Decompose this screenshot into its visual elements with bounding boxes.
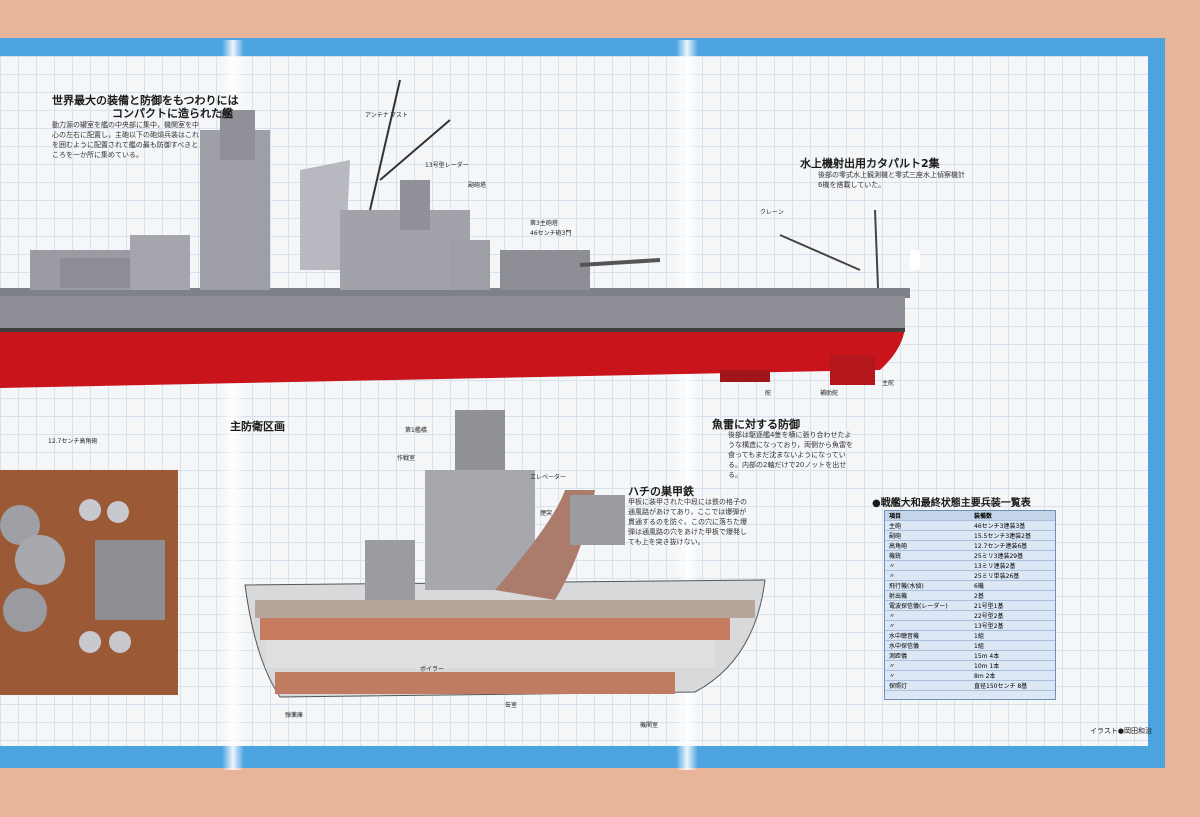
- label-funnel: 煙突: [540, 510, 553, 517]
- label-guns: 46センチ砲3門: [530, 230, 572, 237]
- table-row: 副砲 15.5センチ3連装2基: [885, 531, 1055, 541]
- table-row: 〃 22号型2基: [885, 611, 1055, 621]
- label-sub-turret: 副砲塔: [468, 182, 487, 189]
- table-cell-item: 水中探信儀: [889, 643, 920, 650]
- label-turret3: 第3主砲塔: [530, 220, 558, 227]
- ship-cutaway: [244, 410, 766, 698]
- table-cell-item: 〃: [889, 563, 896, 570]
- label-antenna: アンテナ: [365, 112, 389, 119]
- label-engine-room: 機関室: [640, 722, 659, 729]
- table-cell-item: 〃: [889, 673, 896, 680]
- label-aa-gun: 12.7センチ高角砲: [48, 438, 98, 445]
- table-cell-item: 飛行機(水偵): [889, 583, 924, 590]
- table-row: 〃 13ミリ連装2基: [885, 561, 1055, 571]
- table-row: 水中聴音機 1組: [885, 631, 1055, 641]
- table-cell-item: 射出機: [889, 593, 908, 600]
- table-cell-item: 主砲: [889, 523, 902, 530]
- table-cell-item: 探照灯: [889, 683, 908, 690]
- torpedo-heading: 魚雷に対する防御: [712, 418, 800, 431]
- table-header-count: 装備数: [974, 513, 993, 520]
- label-bridge1: 第1艦橋: [405, 427, 427, 434]
- table-cell-count: 2基: [974, 593, 984, 600]
- catapult-heading: 水上機射出用カタパルト2集: [800, 157, 940, 170]
- table-cell-count: 8m 2本: [974, 673, 996, 680]
- ship-side-view: [0, 79, 920, 388]
- table-cell-item: 水中聴音機: [889, 633, 920, 640]
- table-cell-count: 1組: [974, 633, 984, 640]
- table-header: 項目 装備数: [885, 511, 1055, 521]
- table-cell-item: 電波探信儀(レーダー): [889, 603, 948, 610]
- table-row: 高角砲 12.7センチ連装6基: [885, 541, 1055, 551]
- table-row: 〃 13号型2基: [885, 621, 1055, 631]
- table-cell-count: 22号型2基: [974, 613, 1004, 620]
- armament-table: 項目 装備数 主砲 46センチ3連装3基副砲 15.5センチ3連装2基高角砲 12.7…: [884, 510, 1056, 700]
- table-row: 〃 8m 2本: [885, 671, 1055, 681]
- table-cell-count: 1組: [974, 643, 984, 650]
- table-cell-count: 13ミリ連装2基: [974, 563, 1016, 570]
- intro-title-2: コンパクトに造られた艦: [112, 107, 233, 120]
- table-cell-item: 〃: [889, 623, 896, 630]
- label-aux-rudder: 補助舵: [820, 390, 839, 397]
- table-cell-count: 6機: [974, 583, 984, 590]
- table-cell-count: 直径150センチ 8基: [974, 683, 1028, 690]
- table-row: 射出機 2基: [885, 591, 1055, 601]
- torpedo-text: 後部は駆逐艦4隻を横に張り合わせたような構造になっており，両側から魚雷を食っても…: [728, 431, 853, 479]
- table-cell-count: 13号型2基: [974, 623, 1004, 630]
- table-cell-item: 機銃: [889, 553, 902, 560]
- table-row: 機銃 25ミリ3連装29基: [885, 551, 1055, 561]
- label-mast: マスト: [390, 112, 409, 119]
- label-magazine: 弾薬庫: [285, 712, 304, 719]
- table-cell-count: 25ミリ単装26基: [974, 573, 1020, 580]
- table-row: 飛行機(水偵) 6機: [885, 581, 1055, 591]
- table-row: 主砲 46センチ3連装3基: [885, 521, 1055, 531]
- label-main-rudder: 主舵: [882, 380, 895, 387]
- armor-heading: ハチの巣甲鉄: [628, 485, 694, 498]
- table-cell-count: 10m 1本: [974, 663, 1000, 670]
- table-cell-item: 〃: [889, 663, 896, 670]
- table-row: 水中探信儀 1組: [885, 641, 1055, 651]
- table-cell-count: 21号型1基: [974, 603, 1004, 610]
- table-row: 探照灯 直径150センチ 8基: [885, 681, 1055, 691]
- deck-top-view: [0, 470, 178, 695]
- label-rudder: 舵: [765, 390, 772, 397]
- table-cell-count: 25ミリ3連装29基: [974, 553, 1024, 560]
- label-crane: クレーン: [760, 209, 784, 216]
- table-cell-item: 〃: [889, 573, 896, 580]
- table-row: 電波探信儀(レーダー) 21号型1基: [885, 601, 1055, 611]
- label-op-room: 作戦室: [397, 455, 416, 462]
- label-radar: 13号型レーダー: [425, 162, 469, 169]
- label-elevator: エレベーター: [530, 474, 567, 481]
- table-cell-count: 15m 4本: [974, 653, 1000, 660]
- table-header-item: 項目: [889, 513, 902, 520]
- table-cell-count: 12.7センチ連装6基: [974, 543, 1028, 550]
- table-cell-item: 〃: [889, 613, 896, 620]
- table-cell-item: 高角砲: [889, 543, 908, 550]
- table-cell-item: 測距儀: [889, 653, 908, 660]
- table-row: 〃 10m 1本: [885, 661, 1055, 671]
- main-zone-heading: 主防衛区画: [230, 420, 285, 433]
- table-cell-count: 46センチ3連装3基: [974, 523, 1026, 530]
- armor-text: 甲板に装甲された中段には鉄の格子の通風路があけてあり，ここでは爆弾が貫通するのを…: [628, 498, 747, 546]
- label-boiler-room: 缶室: [505, 702, 518, 709]
- catapult-text: 後部の零式水上観測機と零式三座水上偵察機計6機を搭載していた。: [818, 171, 965, 189]
- table-row: 〃 25ミリ単装26基: [885, 571, 1055, 581]
- illustration-credit: イラスト●岡田和治: [1090, 727, 1152, 735]
- intro-text: 動力源の罐室を艦の中央部に集中，機関室を中心の左右に配置し，主砲以下の砲熕兵装は…: [52, 121, 199, 159]
- table-row: 測距儀 15m 4本: [885, 651, 1055, 661]
- intro-title-1: 世界最大の装備と防御をもつわりには: [52, 94, 239, 107]
- table-cell-item: 副砲: [889, 533, 902, 540]
- table-cell-count: 15.5センチ3連装2基: [974, 533, 1031, 540]
- label-boiler: ボイラー: [420, 666, 445, 673]
- table-title: ●戦艦大和最終状態主要兵装一覧表: [872, 498, 1031, 509]
